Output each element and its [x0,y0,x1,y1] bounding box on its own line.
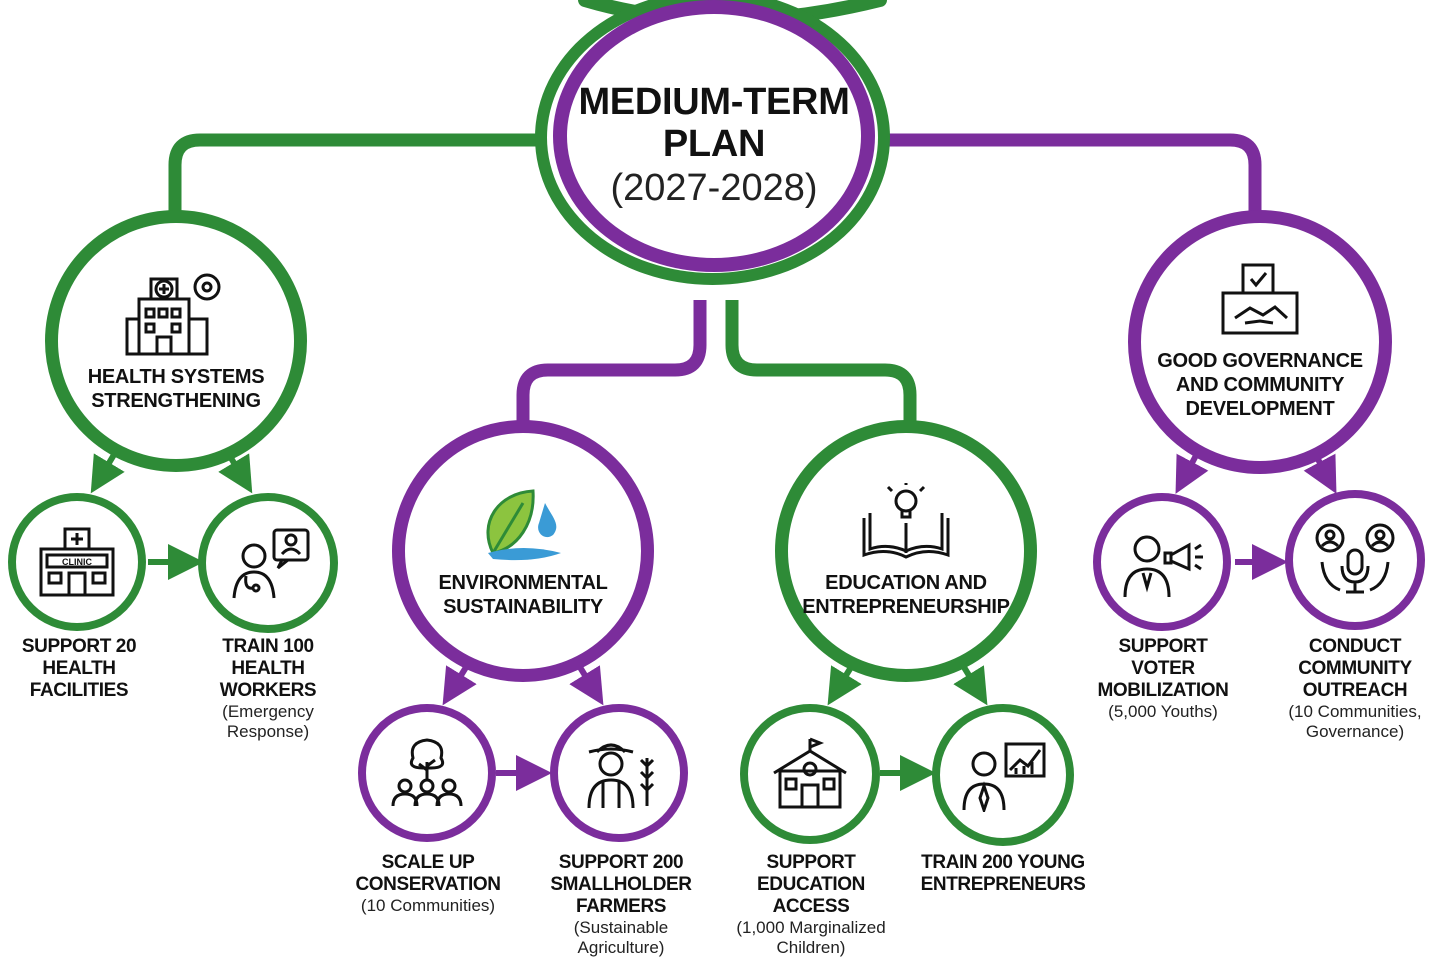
pillar-governance: GOOD GOVERNANCE AND COMMUNITY DEVELOPMEN… [1128,210,1392,474]
label-support-farmers-title: SUPPORT 200 SMALLHOLDER FARMERS [550,852,692,917]
clinic-icon: CLINIC [39,527,115,597]
label-support-farmers: SUPPORT 200 SMALLHOLDER FARMERS (Sustain… [538,852,704,958]
connector-health [168,133,560,235]
label-voter-mobilization: SUPPORT VOTER MOBILIZATION (5,000 Youths… [1080,636,1246,722]
label-support-education-title: SUPPORT EDUCATION ACCESS [757,852,865,917]
label-train-health-workers-title: TRAIN 100 HEALTH WORKERS [219,636,317,701]
book-lightbulb-icon [862,483,950,559]
action-train-entrepreneurs-node [932,704,1074,846]
label-community-outreach: CONDUCT COMMUNITY OUTREACH (10 Communiti… [1270,636,1440,742]
pillar-environment: ENVIRONMENTAL SUSTAINABILITY [392,420,654,682]
label-support-facilities-title: SUPPORT 20 HEALTH FACILITIES [21,636,137,701]
action-voter-mobilization-node [1093,493,1231,631]
center-years: (2027-2028) [610,167,818,209]
label-train-entrepreneurs: TRAIN 200 YOUNG ENTREPRENEURS [910,852,1096,896]
label-scale-conservation-detail: (10 Communities) [360,896,496,915]
label-voter-mobilization-detail: (5,000 Youths) [1108,702,1218,721]
school-icon [773,737,847,809]
pillar-governance-title: GOOD GOVERNANCE AND COMMUNITY DEVELOPMEN… [1157,350,1363,420]
leaf-water-icon [486,489,561,561]
entrepreneur-chart-icon [962,742,1046,812]
pillar-education: EDUCATION AND ENTREPRENEURSHIP [775,420,1037,682]
pillar-health: HEALTH SYSTEMS STRENGTHENING [45,210,307,472]
label-support-education-detail: (1,000 Marginalized Children) [736,918,886,957]
action-train-health-workers-node [198,493,338,633]
label-support-facilities: SUPPORT 20 HEALTH FACILITIES [0,636,158,702]
action-scale-conservation-node [358,704,496,842]
label-train-health-workers-detail: (Emergency Response) [222,702,314,741]
label-support-farmers-detail: (Sustainable Agriculture) [573,918,669,957]
microphone-people-icon [1315,523,1395,594]
action-support-facilities-node: CLINIC [8,493,146,631]
megaphone-person-icon [1123,535,1203,598]
ballot-box-handshake-icon [1221,263,1299,335]
connector-governance [880,133,1262,225]
label-train-entrepreneurs-title: TRAIN 200 YOUNG ENTREPRENEURS [920,852,1086,895]
action-community-outreach-node [1285,490,1425,630]
connector-education [725,300,917,435]
pillar-education-title: EDUCATION AND ENTREPRENEURSHIP [802,572,1010,618]
action-support-farmers-node [550,704,688,842]
pillar-health-title: HEALTH SYSTEMS STRENGTHENING [87,366,265,412]
center-title-line1: MEDIUM-TERM [578,81,850,123]
hospital-icon [125,273,221,356]
label-train-health-workers: TRAIN 100 HEALTH WORKERS (Emergency Resp… [192,636,344,742]
label-community-outreach-title: CONDUCT COMMUNITY OUTREACH [1298,636,1412,701]
pillar-environment-title: ENVIRONMENTAL SUSTAINABILITY [438,572,608,618]
tree-community-icon [391,738,463,807]
clinic-sign-text: CLINIC [62,557,92,567]
label-scale-conservation-title: SCALE UP CONSERVATION [355,852,501,895]
label-scale-conservation: SCALE UP CONSERVATION (10 Communities) [340,852,516,916]
action-support-education-node [740,704,880,844]
farmer-icon [587,743,655,809]
label-support-education: SUPPORT EDUCATION ACCESS (1,000 Marginal… [718,852,904,958]
center-title-line2: PLAN [662,123,766,165]
label-community-outreach-detail: (10 Communities, Governance) [1288,702,1422,741]
label-voter-mobilization-title: SUPPORT VOTER MOBILIZATION [1097,636,1229,701]
center-inner-ring: MEDIUM-TERM PLAN (2027-2028) [553,0,875,272]
arrow-edu-right [953,662,988,706]
connector-environment [516,300,707,435]
health-worker-icon [232,528,310,599]
